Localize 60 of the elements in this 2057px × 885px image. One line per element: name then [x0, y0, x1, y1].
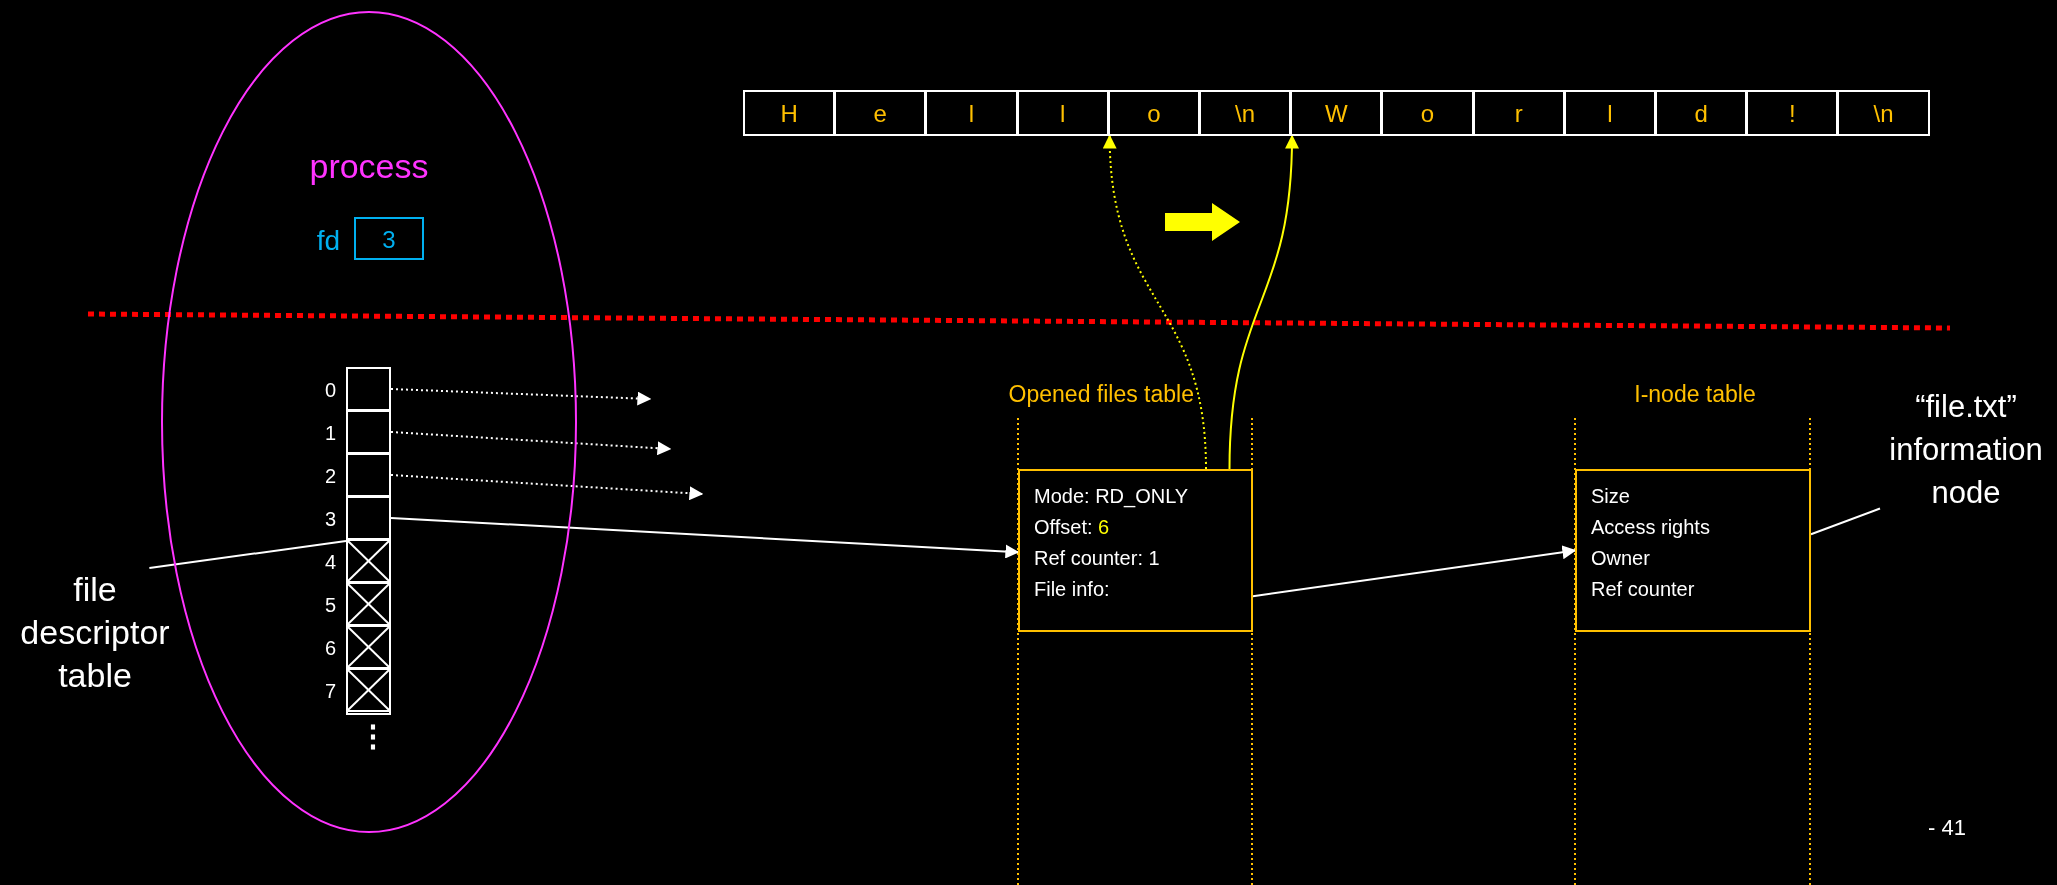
- entry-field: Ref counter: 1: [1034, 547, 1160, 570]
- entry-field: Mode: RD_ONLY: [1034, 485, 1189, 508]
- byte-char: \n: [1872, 100, 1895, 128]
- byte-cell: [1746, 90, 1839, 136]
- fd-label: fd: [316, 225, 340, 257]
- entry-field: Ref counter: [1591, 578, 1695, 601]
- page-number: - 41: [1928, 815, 1966, 841]
- arrow: [390, 431, 672, 456]
- entry-field: Offset: 6: [1034, 516, 1110, 539]
- index-label: 3: [324, 508, 336, 531]
- byte-char: o: [1419, 100, 1436, 128]
- arrow: [1252, 545, 1577, 598]
- byte-cell: [1381, 90, 1474, 136]
- entry-field: Owner: [1591, 547, 1650, 570]
- byte-char: H: [779, 100, 799, 128]
- index-label: 5: [324, 594, 336, 617]
- callout-text: “file.txt” information node: [1888, 388, 2044, 512]
- arrow: [390, 474, 704, 501]
- byte-char: l: [1606, 100, 1614, 128]
- byte-cell: [1107, 90, 1200, 136]
- arrow: [390, 517, 1020, 559]
- byte-char: !: [1787, 100, 1797, 128]
- byte-cell: [1472, 90, 1565, 136]
- byte-cell: [1563, 90, 1656, 136]
- index-label: 1: [324, 422, 336, 445]
- index-label: 6: [324, 637, 336, 660]
- byte-cell: [743, 90, 836, 136]
- index-label: 0: [324, 379, 336, 402]
- byte-cell: [1016, 90, 1109, 136]
- byte-char: o: [1146, 100, 1162, 128]
- entry-field: Access rights: [1591, 516, 1710, 539]
- leader-line: [148, 540, 347, 569]
- process-label: process: [308, 147, 430, 186]
- byte-char: \n: [1234, 100, 1257, 128]
- byte-char: e: [872, 100, 888, 128]
- callout-text: file descriptor table: [19, 569, 171, 696]
- byte-char: l: [1059, 100, 1067, 128]
- byte-char: r: [1513, 100, 1524, 128]
- table-title: Opened files table: [1008, 381, 1194, 408]
- byte-cell: [1290, 90, 1383, 136]
- byte-char: W: [1323, 100, 1349, 128]
- index-label: 2: [324, 465, 336, 488]
- arrow: [1228, 134, 1299, 470]
- byte-cell: [834, 90, 927, 136]
- fd-value: 3: [381, 226, 397, 254]
- index-label: 7: [324, 680, 336, 703]
- arrow: [390, 388, 652, 406]
- ellipsis-mark: ⋮: [358, 718, 388, 753]
- byte-cell: [1655, 90, 1748, 136]
- leader-line: [1810, 507, 1881, 536]
- byte-cell: [1199, 90, 1292, 136]
- byte-char: l: [967, 100, 976, 128]
- table-title: I-node table: [1633, 381, 1757, 408]
- byte-cell: [925, 90, 1018, 136]
- arrow: [1103, 134, 1207, 470]
- byte-char: d: [1693, 100, 1709, 128]
- entry-field: File info:: [1034, 578, 1110, 601]
- index-label: 4: [324, 551, 336, 574]
- entry-field: Size: [1591, 485, 1630, 508]
- byte-cell: [1837, 90, 1930, 136]
